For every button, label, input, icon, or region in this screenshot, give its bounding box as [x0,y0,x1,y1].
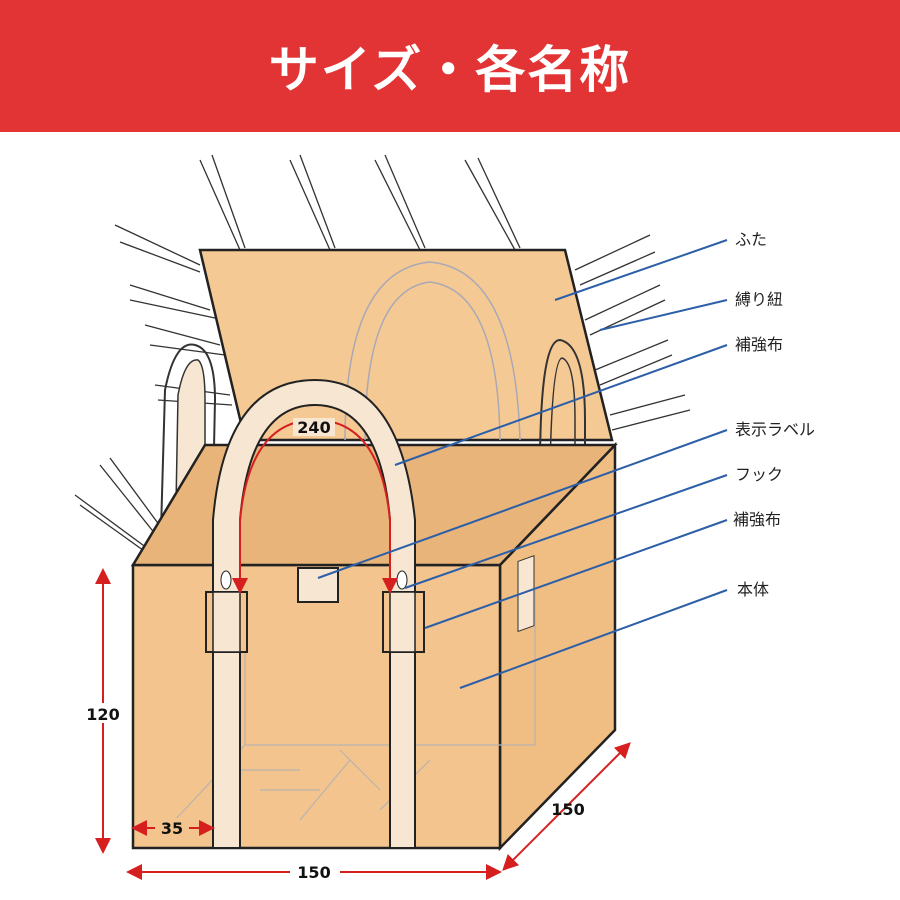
depth-value: 150 [551,800,584,819]
label-tie-string: 縛り紐 [735,290,783,309]
height-value: 120 [86,705,119,724]
handle-spacing-value: 35 [161,819,183,838]
front-handle [212,378,416,849]
label-body: 本体 [737,580,769,599]
leader-lines [317,239,728,689]
label-hook: フック [735,465,783,484]
handle-length-value: 240 [297,418,330,437]
label-lid: ふた [735,230,767,249]
header-banner: サイズ・各名称 [0,0,900,132]
page-title: サイズ・各名称 [268,41,632,99]
label-reinforcement-2: 補強布 [733,510,781,529]
hook [220,570,232,590]
width-value: 150 [297,863,330,882]
label-reinforcement-1: 補強布 [735,335,783,354]
label-display-label: 表示ラベル [735,420,815,439]
